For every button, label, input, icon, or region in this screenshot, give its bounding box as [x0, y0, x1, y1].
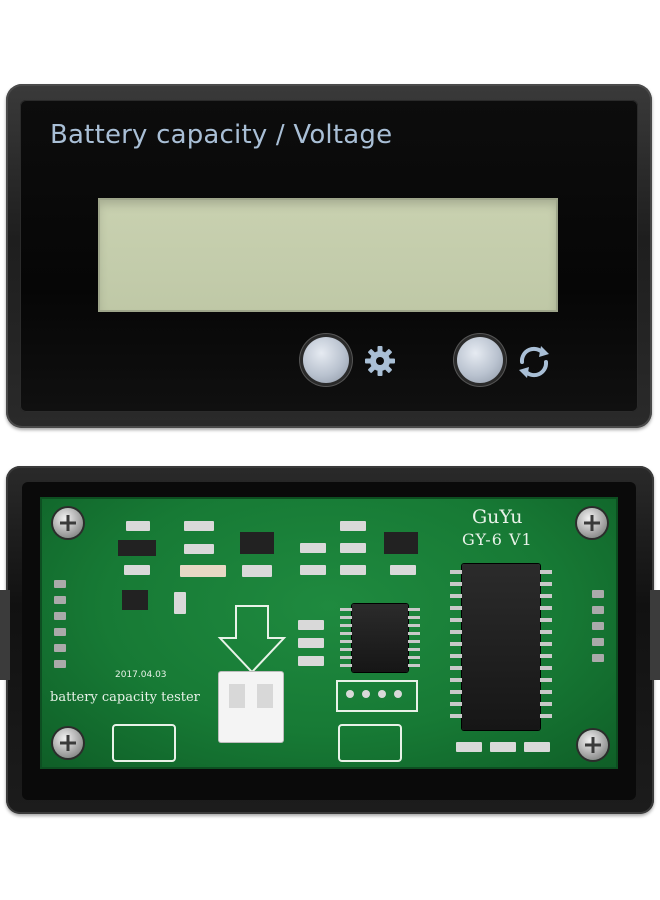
right-header-pins — [590, 586, 606, 676]
transistor — [240, 532, 274, 554]
button-footprint — [338, 724, 402, 762]
case-tab-left — [0, 590, 10, 680]
main-ic-chip — [462, 564, 540, 730]
resistor — [524, 742, 550, 752]
resistor — [242, 565, 272, 577]
header-pad — [346, 690, 354, 698]
transistor — [118, 540, 156, 556]
connector-pin — [257, 684, 273, 708]
capacitor — [300, 543, 326, 553]
resistor — [340, 543, 366, 553]
resistor — [298, 638, 324, 648]
connector-pin — [229, 684, 245, 708]
pcb-model: GY-6 V1 — [462, 530, 533, 549]
resistor — [184, 544, 214, 554]
resistor — [298, 656, 324, 666]
transistor — [384, 532, 418, 554]
screw — [53, 728, 83, 758]
panel-title: Battery capacity / Voltage — [50, 120, 393, 150]
main-ic-pins — [450, 566, 552, 730]
resistor — [298, 620, 324, 630]
resistor — [300, 565, 326, 575]
header-pad — [378, 690, 386, 698]
pcb-label: battery capacity tester — [50, 690, 200, 705]
left-header-pins — [52, 576, 68, 680]
refresh-button[interactable] — [457, 337, 503, 383]
settings-button[interactable] — [303, 337, 349, 383]
case-tab-right — [650, 590, 660, 680]
pcb-brand: GuYu — [472, 506, 523, 528]
resistor — [456, 742, 482, 752]
header-pad — [362, 690, 370, 698]
arrow-marking — [217, 605, 287, 674]
resistor — [124, 565, 150, 575]
screw — [578, 730, 608, 760]
header-outline — [336, 680, 418, 712]
secondary-ic-chip — [352, 604, 408, 672]
resistor — [340, 565, 366, 575]
header-pad — [394, 690, 402, 698]
screw — [53, 508, 83, 538]
lcd-display — [98, 198, 558, 312]
pcb-date: 2017.04.03 — [115, 670, 167, 680]
gear-icon — [365, 346, 395, 376]
resistor — [390, 565, 416, 575]
resistor — [340, 521, 366, 531]
resistor — [184, 521, 214, 531]
screw — [577, 508, 607, 538]
secondary-ic-pins — [340, 606, 420, 670]
transistor — [122, 590, 148, 610]
resistor — [126, 521, 150, 531]
diode — [180, 565, 226, 577]
resistor — [490, 742, 516, 752]
capacitor — [174, 592, 186, 614]
button-footprint — [112, 724, 176, 762]
refresh-icon — [519, 346, 549, 378]
